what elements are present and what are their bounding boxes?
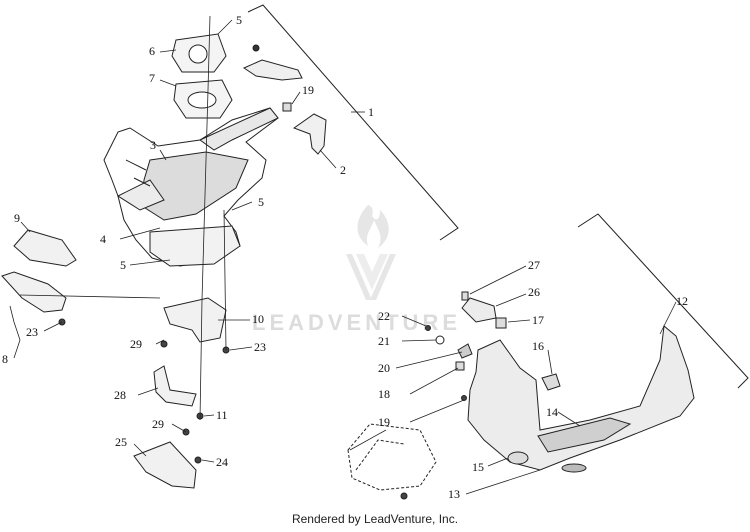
part-27-clip	[461, 291, 469, 301]
hood-lower-skirt	[149, 225, 241, 267]
callout-c20: 20	[378, 361, 390, 375]
callout-c21: 21	[378, 334, 390, 348]
callout-c28: 28	[114, 388, 126, 402]
tow-frame-sub	[347, 423, 437, 491]
callout-c19a: 19	[302, 83, 314, 97]
callout-c2: 2	[340, 163, 346, 177]
callout-c13: 13	[448, 487, 460, 501]
callout-c19b: 19	[378, 415, 390, 429]
clip-18	[455, 361, 465, 371]
callout-c16: 16	[532, 339, 544, 353]
watermark-flame-icon	[346, 205, 396, 300]
callout-c7: 7	[149, 71, 155, 85]
clip-19	[282, 102, 292, 112]
assembly-brackets	[247, 4, 749, 389]
callout-layer: 1234555678910111213141516171819192021222…	[2, 13, 688, 501]
fastener-22	[425, 325, 431, 331]
fastener-bottom	[400, 492, 408, 500]
left-parts	[1, 229, 230, 489]
lower-fairing-assembly	[347, 291, 695, 500]
washer-21	[435, 335, 445, 345]
part-9-panel	[13, 229, 77, 267]
callout-c12: 12	[676, 294, 688, 308]
hood-upper-trim	[199, 107, 279, 151]
callout-c23b: 23	[254, 340, 266, 354]
fairing-cap-15	[507, 451, 529, 465]
callout-c26: 26	[528, 285, 540, 299]
callout-c15: 15	[472, 460, 484, 474]
fairing-vent-13	[561, 463, 587, 473]
callout-c27: 27	[528, 258, 540, 272]
callout-c5c: 5	[120, 258, 126, 272]
callout-c18: 18	[378, 387, 390, 401]
callout-c1: 1	[368, 105, 374, 119]
callout-c4: 4	[100, 232, 106, 246]
footer-credit: Rendered by LeadVenture, Inc.	[291, 512, 459, 526]
grommet-20	[457, 343, 473, 359]
callout-c11: 11	[216, 408, 228, 422]
handle-part-2	[292, 113, 327, 155]
fastener-19b	[461, 395, 467, 401]
part-16-plate	[541, 373, 561, 391]
callout-c25: 25	[115, 435, 127, 449]
callout-c29a: 29	[130, 337, 142, 351]
callout-c5a: 5	[236, 13, 242, 27]
leader-lines	[9, 15, 677, 495]
steering-mount	[242, 59, 303, 81]
callout-c29b: 29	[152, 417, 164, 431]
callout-c10: 10	[252, 312, 264, 326]
part-10-shield	[163, 297, 227, 343]
callout-c14: 14	[546, 405, 558, 419]
lower-fairing	[467, 325, 695, 471]
fastener-top	[252, 44, 260, 52]
part-28-bracket	[153, 365, 197, 407]
hood-assembly	[103, 33, 327, 267]
callout-c9: 9	[14, 211, 20, 225]
callout-c17: 17	[532, 313, 544, 327]
fastener-24	[194, 456, 202, 464]
callout-c22: 22	[378, 309, 390, 323]
callout-c23a: 23	[26, 325, 38, 339]
part-26-housing	[461, 297, 497, 323]
watermark: LEADVENTURE	[252, 205, 461, 335]
callout-c3: 3	[150, 138, 156, 152]
callout-c8: 8	[2, 352, 8, 366]
fastener-29a	[160, 340, 168, 348]
part-25-bracket	[133, 441, 197, 489]
part-8-panel	[1, 271, 67, 313]
callout-c5b: 5	[258, 195, 264, 209]
fairing-grille-14	[537, 417, 632, 453]
callout-c6: 6	[149, 44, 155, 58]
callout-c24: 24	[216, 455, 228, 469]
watermark-text: LEADVENTURE	[252, 310, 461, 335]
part-17-block	[495, 317, 507, 329]
